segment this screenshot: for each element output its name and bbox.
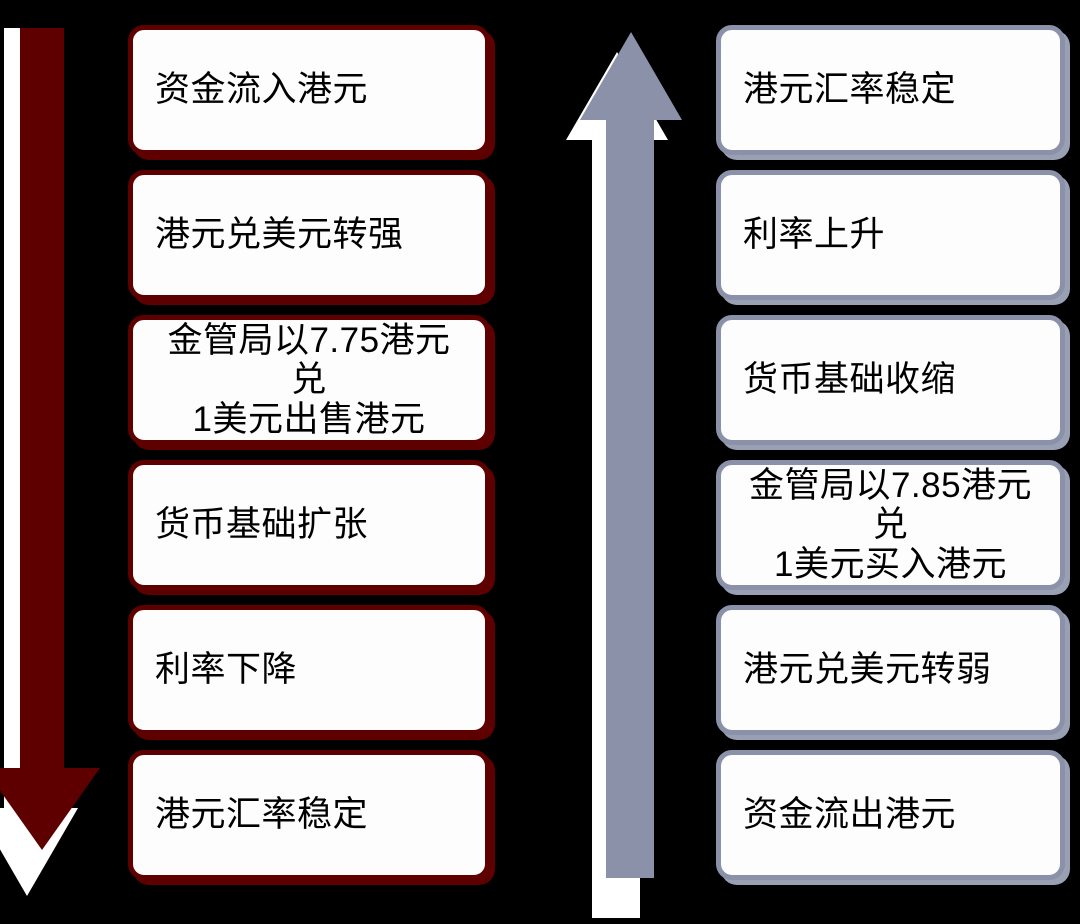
flow-node[interactable]: 利率下降: [128, 605, 490, 735]
down-arrow: [0, 28, 100, 850]
flow-node-label: 港元汇率稳定: [743, 70, 957, 110]
flow-node-label: 金管局以7.85港元兑 1美元买入港元: [748, 466, 1033, 584]
flow-node[interactable]: 金管局以7.75港元兑 1美元出售港元: [128, 315, 490, 445]
flow-node-label: 资金流入港元: [155, 70, 369, 110]
flow-node-label: 利率上升: [743, 215, 886, 255]
up-arrow: [580, 32, 682, 878]
flow-node-label: 港元兑美元转弱: [743, 650, 992, 690]
left-flow-column: 资金流入港元 港元兑美元转强 金管局以7.75港元兑 1美元出售港元 货币基础扩…: [128, 25, 490, 880]
flow-node-label: 资金流出港元: [743, 795, 957, 835]
flow-node[interactable]: 港元汇率稳定: [128, 750, 490, 880]
flow-node-label: 金管局以7.75港元兑 1美元出售港元: [167, 321, 451, 439]
flow-node[interactable]: 资金流出港元: [716, 750, 1065, 880]
right-flow-column: 港元汇率稳定 利率上升 货币基础收缩 金管局以7.85港元兑 1美元买入港元 港…: [716, 25, 1065, 880]
flow-node[interactable]: 货币基础扩张: [128, 460, 490, 590]
flow-node-label: 货币基础收缩: [743, 360, 957, 400]
flow-node[interactable]: 港元兑美元转强: [128, 170, 490, 300]
flow-node-label: 货币基础扩张: [155, 505, 369, 545]
down-arrow-shadow: [0, 28, 78, 896]
flow-node-label: 港元兑美元转强: [155, 215, 404, 255]
flow-node[interactable]: 金管局以7.85港元兑 1美元买入港元: [716, 460, 1065, 590]
flow-node[interactable]: 资金流入港元: [128, 25, 490, 155]
flow-node[interactable]: 利率上升: [716, 170, 1065, 300]
flow-node-label: 港元汇率稳定: [155, 795, 369, 835]
flow-node[interactable]: 港元兑美元转弱: [716, 605, 1065, 735]
flow-node[interactable]: 港元汇率稳定: [716, 25, 1065, 155]
flow-node-label: 利率下降: [155, 650, 298, 690]
flow-node[interactable]: 货币基础收缩: [716, 315, 1065, 445]
up-arrow-shadow: [566, 52, 668, 918]
